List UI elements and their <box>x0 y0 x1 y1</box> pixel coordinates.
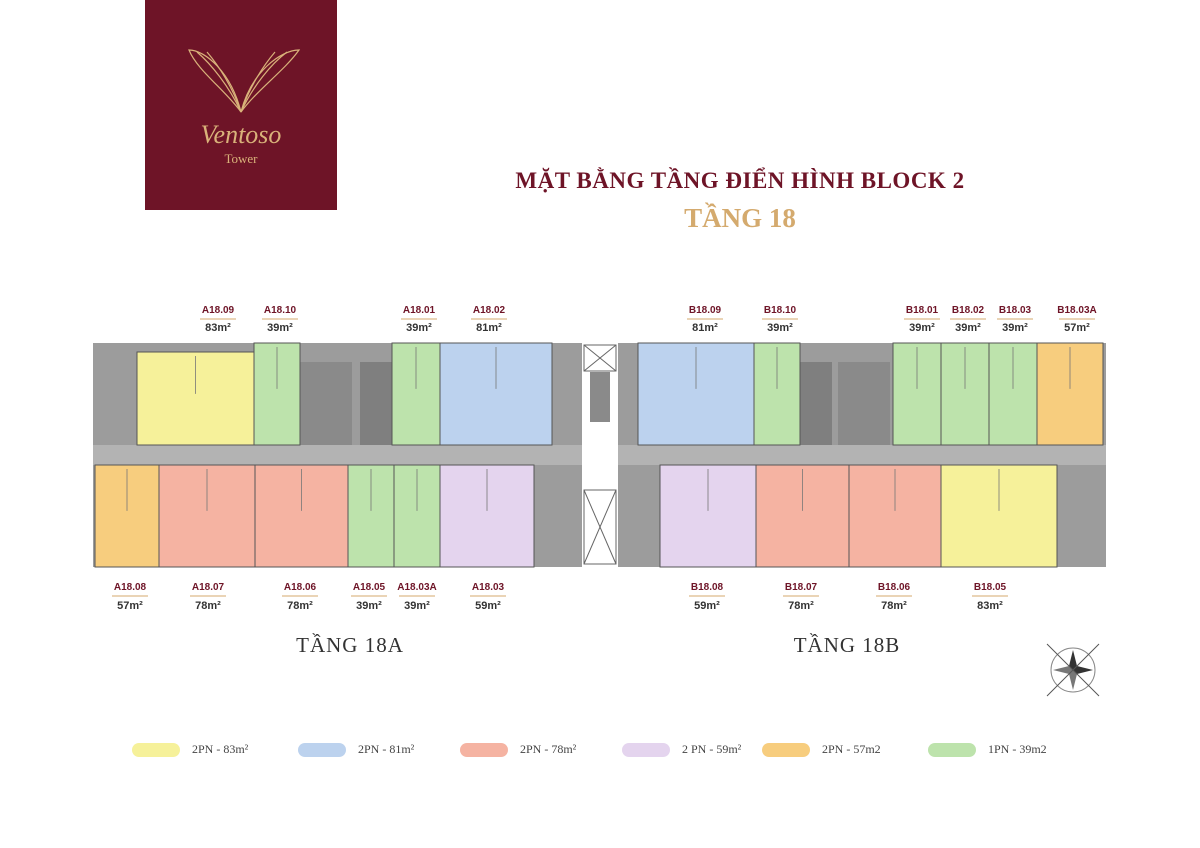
unit-code-label: A18.03 <box>472 582 505 593</box>
unit-code-label: A18.05 <box>353 582 386 593</box>
unit-code-label: B18.03A <box>1057 305 1096 316</box>
page-subtitle: TẦNG 18 <box>684 203 796 233</box>
stair-core-right <box>838 362 890 445</box>
unit-code-label: A18.06 <box>284 582 317 593</box>
legend-swatch <box>132 743 180 757</box>
legend-label: 1PN - 39m2 <box>988 742 1047 756</box>
unit-code-label: A18.09 <box>202 305 235 316</box>
unit-area-label: 78m² <box>788 600 814 612</box>
logo-wordmark: Ventoso <box>200 120 282 149</box>
compass-icon <box>1046 643 1100 697</box>
lift-core-left <box>360 362 392 445</box>
unit-area-label: 83m² <box>977 600 1003 612</box>
central-shaft <box>590 372 610 422</box>
lift-core-right <box>800 362 832 445</box>
unit-area-label: 81m² <box>692 322 718 334</box>
unit-code-label: B18.01 <box>906 305 939 316</box>
logo-subtitle: Tower <box>224 151 258 166</box>
unit-code-label: B18.06 <box>878 582 911 593</box>
unit-area-label: 59m² <box>694 600 720 612</box>
legend-label: 2PN - 83m² <box>192 742 249 756</box>
legend-swatch <box>928 743 976 757</box>
unit-code-label: B18.08 <box>691 582 724 593</box>
legend-swatch <box>298 743 346 757</box>
stair-core-left <box>300 362 352 445</box>
unit-code-label: A18.02 <box>473 305 506 316</box>
butterfly-wings-icon <box>188 49 301 113</box>
unit-code-label: A18.10 <box>264 305 297 316</box>
unit-area-label: 39m² <box>356 600 382 612</box>
unit-code-label: A18.03A <box>397 582 436 593</box>
void-cross-icon <box>583 344 617 565</box>
unit-area-label: 39m² <box>404 600 430 612</box>
unit-area-label: 78m² <box>881 600 907 612</box>
unit-area-label: 39m² <box>267 322 293 334</box>
unit-area-label: 83m² <box>205 322 231 334</box>
floor-label-18a: TẦNG 18A <box>296 633 404 657</box>
unit-area-label: 78m² <box>287 600 313 612</box>
unit-code-label: B18.03 <box>999 305 1032 316</box>
unit-code-label: B18.10 <box>764 305 797 316</box>
legend-swatch <box>622 743 670 757</box>
unit-area-label: 57m² <box>1064 322 1090 334</box>
unit-code-label: B18.07 <box>785 582 818 593</box>
unit-b18-06[interactable] <box>848 464 942 568</box>
unit-area-label: 39m² <box>909 322 935 334</box>
legend-label: 2PN - 57m2 <box>822 742 881 756</box>
legend-label: 2PN - 81m² <box>358 742 415 756</box>
unit-area-label: 81m² <box>476 322 502 334</box>
unit-code-label: B18.05 <box>974 582 1007 593</box>
unit-code-label: A18.07 <box>192 582 225 593</box>
unit-code-label: B18.09 <box>689 305 722 316</box>
unit-area-label: 39m² <box>1002 322 1028 334</box>
unit-code-label: B18.02 <box>952 305 985 316</box>
legend-label: 2PN - 78m² <box>520 742 577 756</box>
unit-area-label: 57m² <box>117 600 143 612</box>
legend-swatch <box>460 743 508 757</box>
unit-area-label: 78m² <box>195 600 221 612</box>
legend-label: 2 PN - 59m² <box>682 742 742 756</box>
floor-label-18b: TẦNG 18B <box>793 633 901 657</box>
unit-code-label: A18.01 <box>403 305 436 316</box>
unit-area-label: 59m² <box>475 600 501 612</box>
unit-area-label: 39m² <box>767 322 793 334</box>
unit-area-label: 39m² <box>406 322 432 334</box>
unit-code-label: A18.08 <box>114 582 147 593</box>
legend-swatch <box>762 743 810 757</box>
unit-area-label: 39m² <box>955 322 981 334</box>
page-title: MẶT BẰNG TẦNG ĐIỂN HÌNH BLOCK 2 <box>515 168 965 193</box>
brand-logo: Ventoso Tower <box>145 0 337 210</box>
